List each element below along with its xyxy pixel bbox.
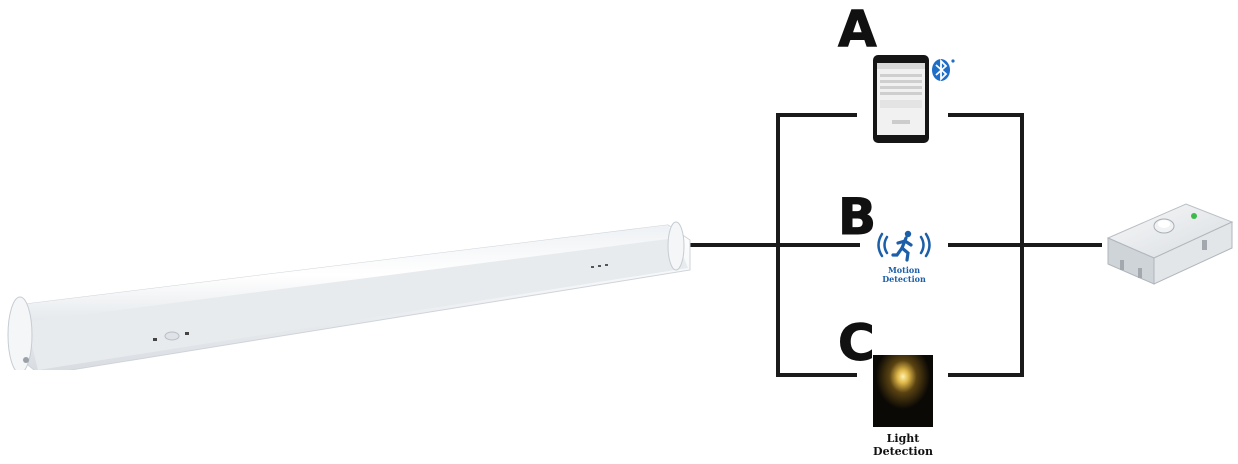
bluetooth-icon bbox=[930, 58, 956, 84]
motion-detection-icon bbox=[872, 228, 936, 264]
motion-detection-caption: Motion Detection bbox=[864, 266, 944, 284]
light-detection-icon bbox=[873, 355, 933, 427]
option-b-letter: B bbox=[838, 192, 875, 242]
light-caption-line2: Detection bbox=[853, 445, 953, 458]
light-caption-line1: Light bbox=[853, 432, 953, 445]
sensor-controller-box-icon bbox=[1098, 196, 1238, 286]
option-a-letter: A bbox=[838, 4, 876, 54]
option-c-letter: C bbox=[838, 318, 874, 368]
motion-caption-line2: Detection bbox=[864, 275, 944, 284]
light-detection-caption: Light Detection bbox=[853, 432, 953, 458]
led-strip-light-fixture-icon bbox=[0, 210, 700, 370]
tablet-app-icon bbox=[872, 54, 932, 146]
